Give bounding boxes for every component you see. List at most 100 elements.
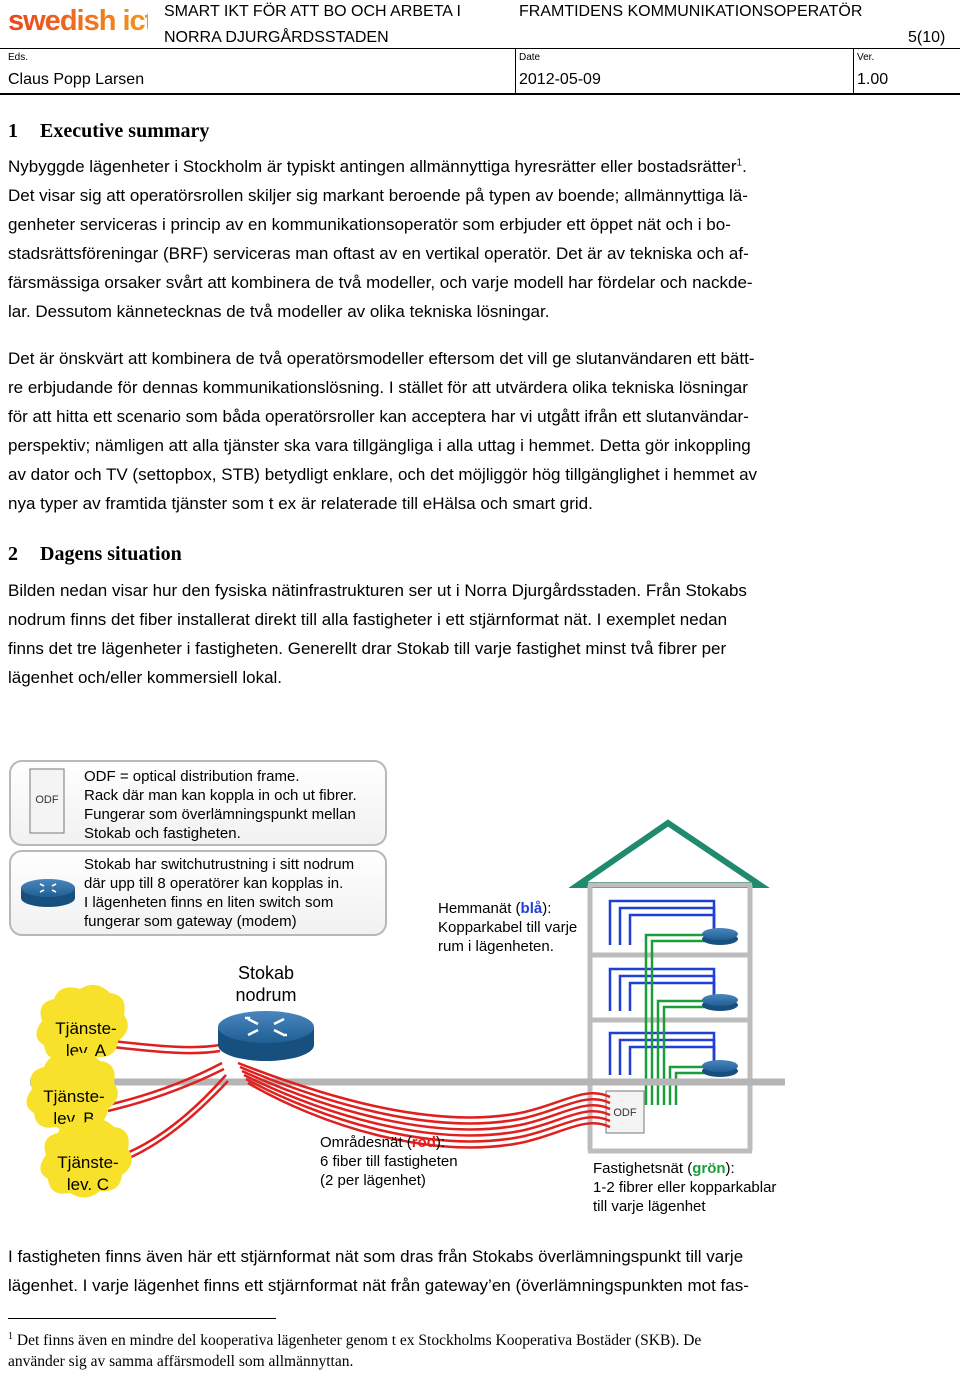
legend-line: Stokab har switchutrustning i sitt nodru… — [84, 856, 354, 873]
paragraph-summary-2: Det är önskvärt att kombinera de två ope… — [8, 344, 953, 518]
paragraph-summary-1: Nybyggde lägenheter i Stockholm är typis… — [8, 152, 953, 326]
label-heading: Fastighetsnät (grön): — [593, 1160, 735, 1177]
area-network-label: Områdesnät (röd): 6 fiber till fastighet… — [320, 1134, 458, 1189]
provider-bubble-a: Tjänste- lev. A — [36, 984, 128, 1064]
label-heading: Hemmanät (blå): — [438, 900, 551, 917]
paragraph-situation-1: Bilden nedan visar hur den fysiska nätin… — [8, 576, 953, 692]
label-line: 6 fiber till fastigheten — [320, 1153, 458, 1170]
text-line: perspektiv; nämligen att alla tjänster s… — [8, 436, 751, 455]
section-number: 1 — [8, 120, 18, 142]
home-network-label: Hemmanät (blå): Kopparkabel till varje r… — [438, 900, 577, 955]
node-label: Stokab — [238, 963, 294, 983]
text-line: finns det tre lägenheter i fastigheten. … — [8, 639, 727, 658]
footnote: 1 Det finns även en mindre del kooperati… — [8, 1330, 701, 1372]
building-roof — [568, 819, 770, 888]
text-line: I fastigheten finns även här ett stjärnf… — [8, 1247, 744, 1266]
section-title: Dagens situation — [40, 543, 182, 565]
legend-line: I lägenheten finns en liten switch som — [84, 894, 333, 911]
text-line: re erbjudande för dennas kommunikationsl… — [8, 378, 748, 397]
building-network-lines — [644, 933, 714, 1105]
section-number: 2 — [8, 543, 18, 565]
label-heading: Områdesnät (röd): — [320, 1134, 445, 1151]
text-line: nodrum finns det fiber installerat direk… — [8, 610, 728, 629]
legend-line: fungerar som gateway (modem) — [84, 913, 297, 930]
footnote-number: 1 — [8, 1330, 13, 1342]
provider-label: Tjänste- — [57, 1153, 118, 1172]
footnote-divider — [8, 1318, 276, 1319]
text-line: nya typer av framtida tjänster som t ex … — [8, 494, 593, 513]
text-line: genheter serviceras i princip av en komm… — [8, 215, 731, 234]
odf-legend: ODF ODF = optical distribution frame. Ra… — [9, 760, 387, 846]
section-heading-1: 1 Executive summary — [8, 118, 209, 144]
doc-title-right: FRAMTIDENS KOMMUNIKATIONSOPERATÖR — [519, 3, 863, 20]
text-line: lägenhet och/eller kommersiell lokal. — [8, 668, 283, 687]
section-heading-2: 2 Dagens situation — [8, 541, 182, 567]
gateway-icon — [702, 928, 738, 945]
text-line-content: Nybyggde lägenheter i Stockholm är typis… — [8, 157, 737, 176]
router-icon — [21, 879, 75, 907]
label-line: Kopparkabel till varje — [438, 919, 577, 936]
page-number: 5(10) — [908, 29, 946, 46]
header-divider-bottom — [0, 93, 960, 95]
footnote-line: använder sig av samma affärsmodell som a… — [8, 1353, 354, 1370]
home-network-lines — [608, 899, 716, 1075]
version-value: 1.00 — [857, 71, 889, 88]
legend-box — [9, 850, 387, 936]
legend-line: där upp till 8 operatörer kan kopplas in… — [84, 875, 343, 892]
odf-icon-label: ODF — [613, 1107, 637, 1119]
text-line: av dator och TV (settopbox, STB) betydli… — [8, 465, 758, 484]
legend-line: Fungerar som överlämningspunkt mellan — [84, 806, 356, 823]
footnote-ref[interactable]: 1 — [736, 157, 743, 169]
header-divider-version — [853, 48, 854, 94]
building-odf-icon: ODF — [605, 1090, 645, 1134]
stokab-node-router-icon: Stokab nodrum — [218, 963, 314, 1061]
provider-bubble-c: Tjänste- lev. C — [40, 1118, 132, 1198]
odf-icon-label: ODF — [35, 794, 59, 806]
label-line: (2 per lägenhet) — [320, 1172, 426, 1189]
text-line: för att hitta ett scenario som båda oper… — [8, 407, 749, 426]
label-line: rum i lägenheten. — [438, 938, 554, 955]
legend-line: Rack där man kan koppla in och ut fibrer… — [84, 787, 357, 804]
author-value: Claus Popp Larsen — [8, 71, 145, 88]
logo-text: swedish ict — [8, 5, 148, 37]
doc-subtitle: NORRA DJURGÅRDSSTADEN — [164, 29, 389, 46]
gateway-icon — [702, 1060, 738, 1077]
text-line: lägenhet. I varje lägenhet finns ett stj… — [8, 1276, 749, 1295]
doc-title-left: SMART IKT FÖR ATT BO OCH ARBETA I — [164, 3, 461, 20]
provider-label: Tjänste- — [55, 1019, 116, 1038]
section-title: Executive summary — [40, 120, 210, 142]
swedish-ict-logo: swedish ict — [8, 4, 148, 38]
date-label: Date — [519, 52, 541, 63]
footnote-text: Det finns även en mindre del kooperativa… — [16, 1332, 702, 1349]
legend-line: ODF = optical distribution frame. — [84, 768, 300, 785]
label-line: till varje lägenhet — [593, 1198, 706, 1215]
provider-bubble-b: Tjänste- lev. B — [26, 1052, 118, 1132]
building-network-label: Fastighetsnät (grön): 1-2 fibrer eller k… — [593, 1160, 776, 1215]
header-divider-top — [0, 48, 960, 49]
text-line: lar. Dessutom kännetecknas de två modell… — [8, 302, 550, 321]
building — [568, 819, 770, 1154]
text-line: Nybyggde lägenheter i Stockholm är typis… — [8, 157, 747, 176]
provider-label: lev. C — [67, 1175, 109, 1194]
label-line: 1-2 fibrer eller kopparkablar — [593, 1179, 776, 1196]
text-line: stadsrättsföreningar (BRF) serviceras ma… — [8, 244, 749, 263]
text-line: Det visar sig att operatörsrollen skilje… — [8, 186, 748, 205]
author-label: Eds. — [8, 52, 29, 63]
odf-icon: ODF — [29, 768, 65, 834]
network-diagram: ODF ODF = optical distribution frame. Ra… — [9, 760, 785, 1215]
gateway-icon — [702, 994, 738, 1011]
paragraph-situation-2: I fastigheten finns även här ett stjärnf… — [8, 1242, 953, 1300]
provider-label: Tjänste- — [43, 1087, 104, 1106]
date-value: 2012-05-09 — [519, 71, 601, 88]
text-line: Bilden nedan visar hur den fysiska nätin… — [8, 581, 747, 600]
legend-box — [9, 760, 387, 846]
node-label: nodrum — [235, 985, 296, 1005]
footnote-line: 1 Det finns även en mindre del kooperati… — [8, 1330, 701, 1351]
text-line: Det är önskvärt att kombinera de två ope… — [8, 349, 755, 368]
text-line: färsmässiga orsaker svårt att kombinera … — [8, 273, 753, 292]
switch-legend: Stokab har switchutrustning i sitt nodru… — [9, 850, 387, 936]
legend-line: Stokab och fastigheten. — [84, 825, 241, 842]
header-divider-date — [515, 48, 516, 94]
area-network-lines — [107, 1039, 611, 1163]
version-label: Ver. — [857, 52, 875, 63]
